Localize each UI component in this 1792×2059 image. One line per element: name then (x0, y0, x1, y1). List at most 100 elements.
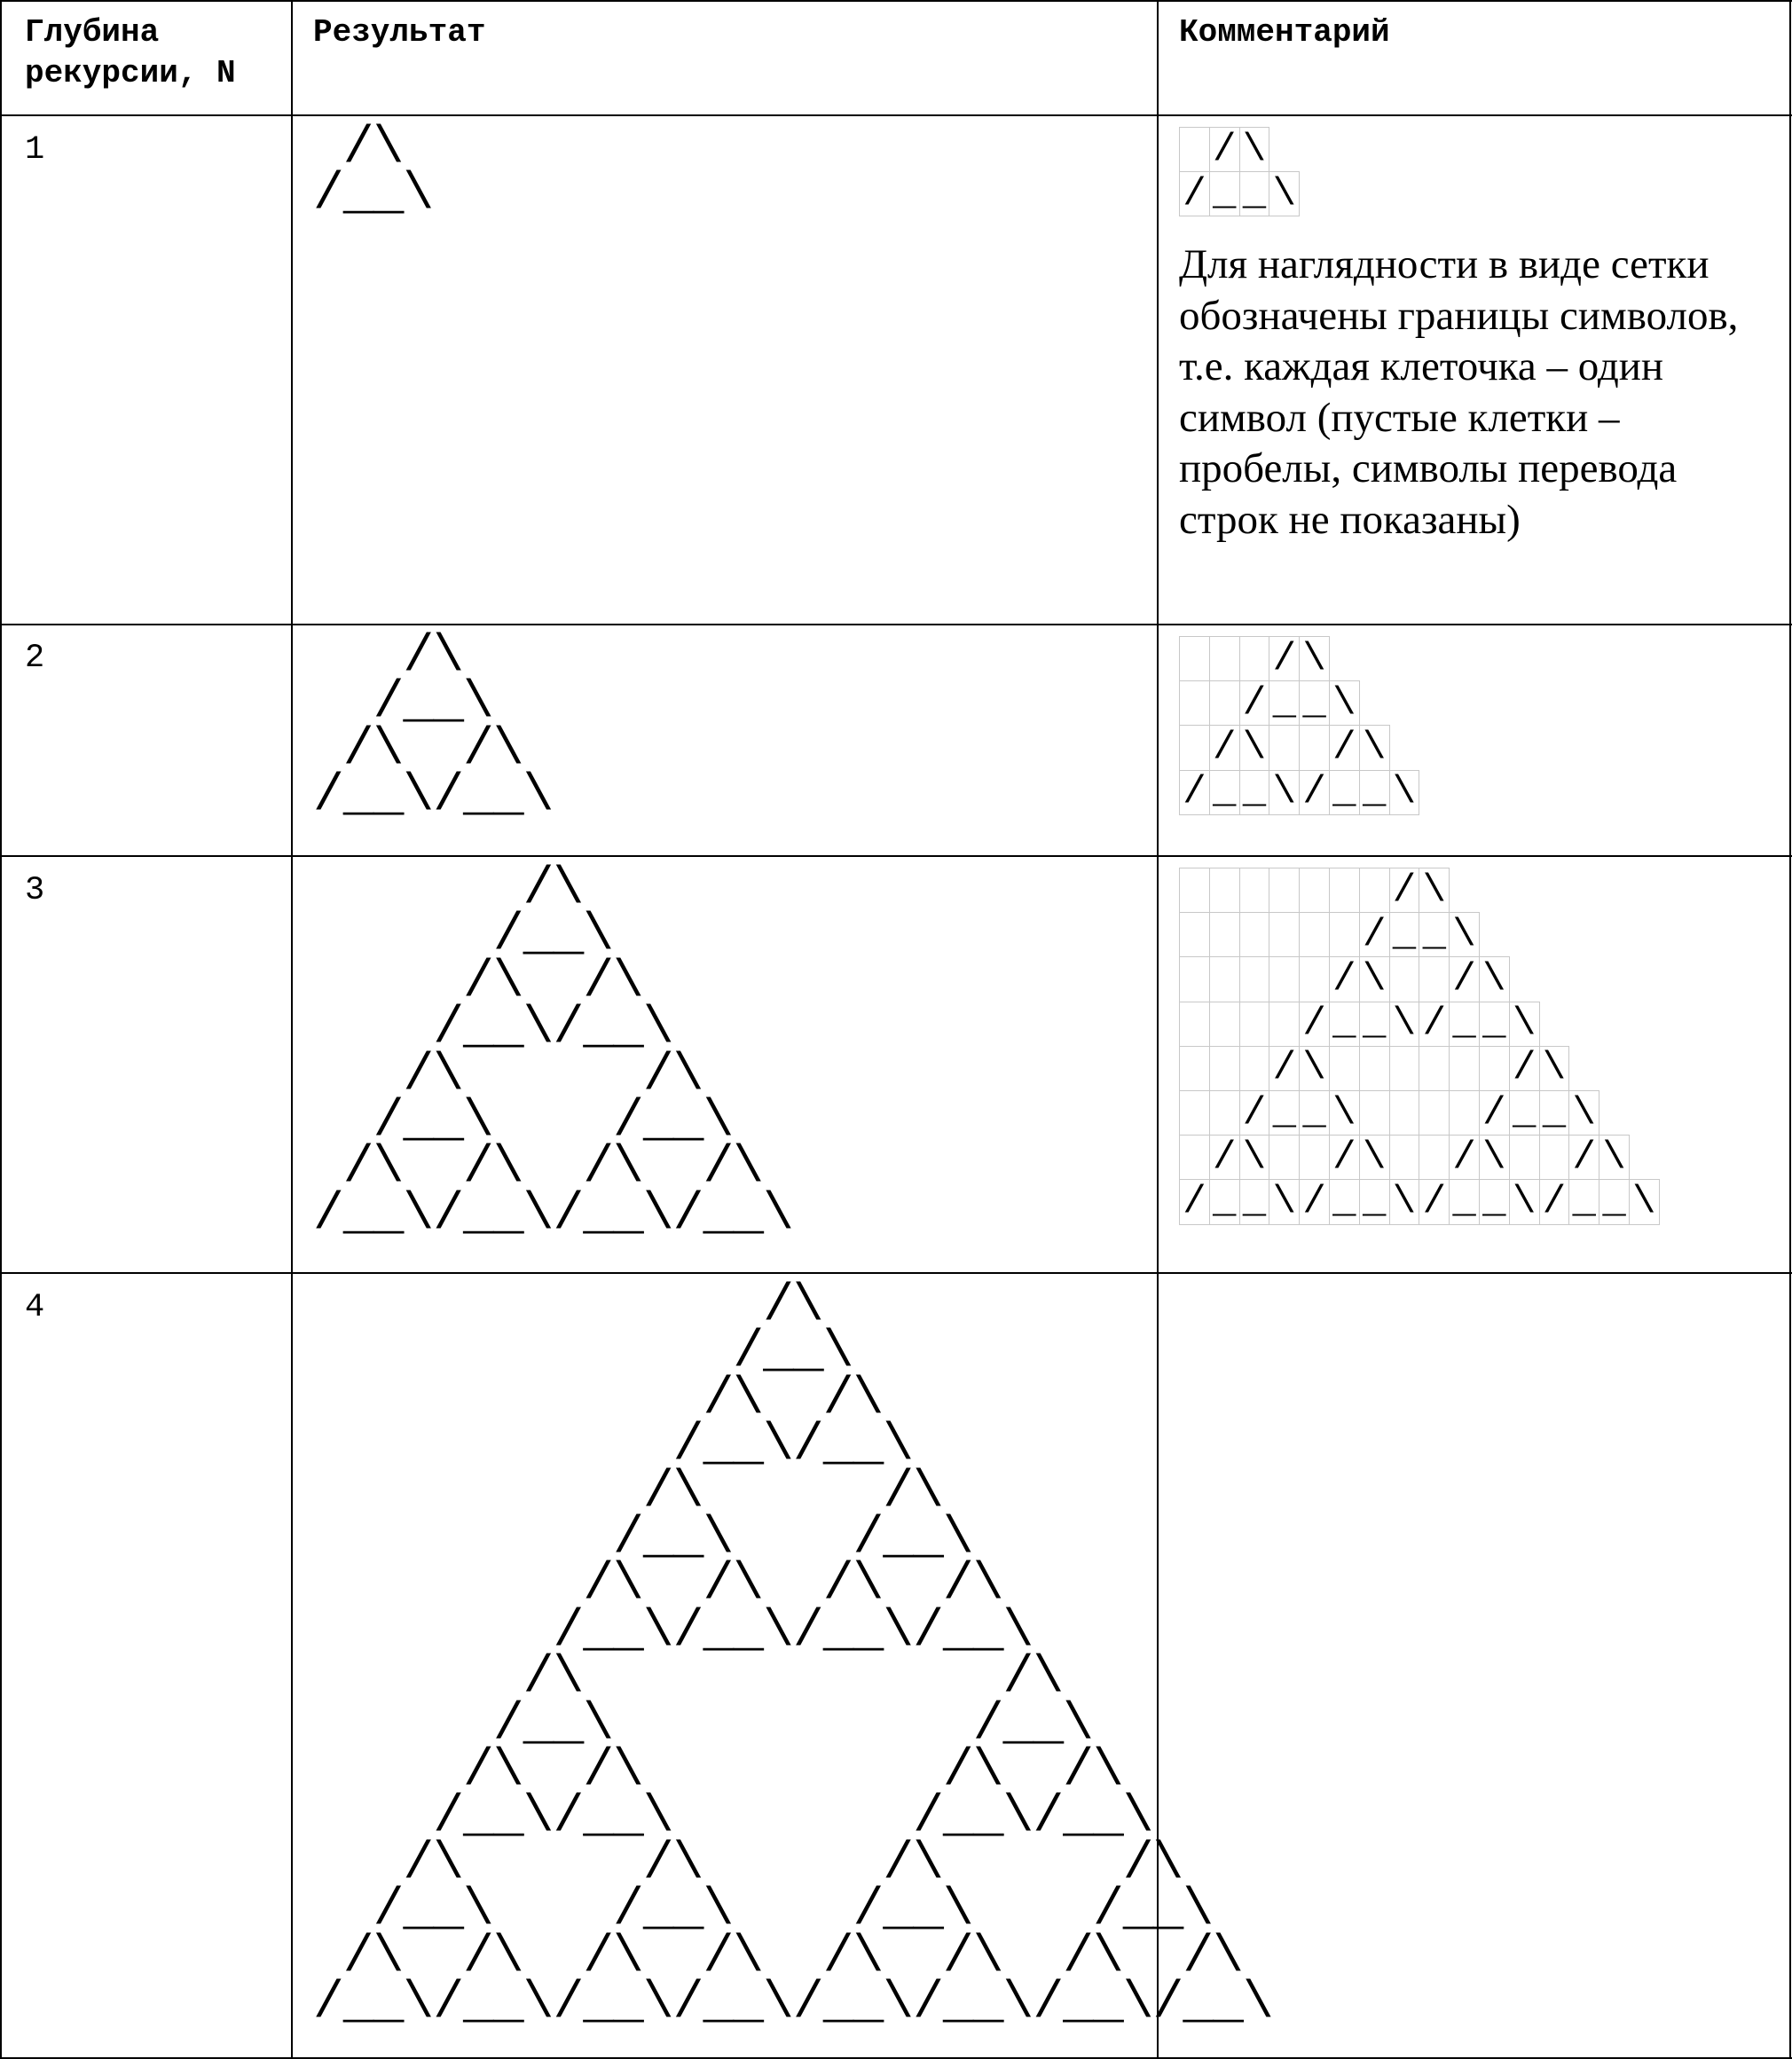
grid-cell (1179, 1001, 1210, 1047)
grid-cell: / (1568, 1135, 1600, 1181)
grid-cell: _ (1238, 171, 1270, 217)
grid-cell (1208, 636, 1240, 682)
grid-cell: / (1419, 1001, 1450, 1047)
grid-cell: / (1269, 636, 1301, 682)
grid-cell: _ (1328, 1179, 1360, 1225)
grid-cell (1449, 1045, 1480, 1091)
grid-cell: / (1238, 1089, 1270, 1136)
char-grid-3: /\/__\/\/\/__\/__\/\/\/__\/__\/\/\/\/\/_… (1179, 868, 1660, 1225)
grid-cell (1208, 956, 1240, 1002)
header-result: Результат (313, 14, 486, 51)
grid-cell: \ (1269, 1179, 1301, 1225)
grid-cell: / (1508, 1045, 1540, 1091)
grid-cell: / (1179, 171, 1210, 217)
grid-cell (1179, 868, 1210, 914)
grid-cell (1238, 956, 1270, 1002)
grid-cell: _ (1328, 769, 1360, 815)
grid-cell: / (1208, 725, 1240, 771)
grid-cell: \ (1508, 1001, 1540, 1047)
grid-cell (1179, 725, 1210, 771)
grid-cell (1269, 725, 1301, 771)
grid-cell: _ (1419, 912, 1450, 958)
grid-cell (1328, 1045, 1360, 1091)
grid-row: /__\/__\ (1179, 1001, 1659, 1047)
grid-cell (1419, 956, 1450, 1002)
grid-cell: _ (1299, 1089, 1330, 1136)
grid-cell (1269, 868, 1301, 914)
grid-cell (1179, 680, 1210, 727)
grid-cell (1208, 1089, 1240, 1136)
grid-cell: \ (1299, 1045, 1330, 1091)
table-border (0, 1272, 1792, 1274)
grid-cell: \ (1299, 636, 1330, 682)
grid-cell: \ (1269, 769, 1301, 815)
header-comment: Комментарий (1179, 14, 1390, 51)
grid-cell: / (1179, 1179, 1210, 1225)
depth-value: 3 (25, 872, 45, 909)
grid-cell: / (1299, 1001, 1330, 1047)
table-border (0, 624, 1792, 625)
grid-cell: _ (1538, 1089, 1570, 1136)
grid-cell: \ (1388, 1001, 1420, 1047)
grid-cell (1269, 1135, 1301, 1181)
grid-cell (1299, 956, 1330, 1002)
grid-cell: _ (1478, 1179, 1510, 1225)
grid-cell: _ (1358, 1001, 1390, 1047)
grid-cell (1388, 956, 1420, 1002)
grid-cell: _ (1388, 912, 1420, 958)
grid-cell (1358, 1089, 1390, 1136)
grid-row: /\ (1179, 127, 1299, 173)
grid-cell (1179, 956, 1210, 1002)
grid-cell: \ (1478, 1135, 1510, 1181)
grid-row: /\ (1179, 636, 1419, 682)
char-grid-2: /\/__\/\/\/__\/__\ (1179, 636, 1420, 815)
depth-value: 1 (25, 131, 45, 169)
grid-cell (1358, 868, 1390, 914)
grid-cell: _ (1208, 769, 1240, 815)
grid-cell: / (1538, 1179, 1570, 1225)
grid-cell (1299, 725, 1330, 771)
grid-cell (1208, 1045, 1240, 1091)
grid-explanation: Для наглядности в виде сетки обозначены … (1179, 241, 1739, 543)
grid-cell (1238, 1001, 1270, 1047)
grid-cell (1179, 636, 1210, 682)
grid-cell (1299, 912, 1330, 958)
grid-cell: _ (1508, 1089, 1540, 1136)
grid-cell: _ (1238, 1179, 1270, 1225)
grid-row: /\/\ (1179, 1045, 1659, 1091)
grid-cell: \ (1238, 127, 1270, 173)
grid-cell: \ (1508, 1179, 1540, 1225)
grid-cell: _ (1269, 1089, 1301, 1136)
table-border (0, 855, 1792, 857)
depth-value: 4 (25, 1289, 45, 1326)
grid-cell (1208, 868, 1240, 914)
header-depth: Глубина рекурсии, N (25, 14, 236, 91)
grid-cell: / (1208, 127, 1240, 173)
grid-cell (1179, 1045, 1210, 1091)
grid-cell: _ (1358, 769, 1390, 815)
grid-cell: \ (1388, 1179, 1420, 1225)
grid-cell: / (1328, 1135, 1360, 1181)
sierpinski-result-2: /\ /__\ /\ /\ /__\/__\ (313, 628, 554, 826)
grid-cell (1419, 1135, 1450, 1181)
grid-cell (1328, 868, 1360, 914)
grid-row: /__\ (1179, 171, 1301, 217)
grid-cell (1208, 1001, 1240, 1047)
grid-cell (1388, 1045, 1420, 1091)
grid-row: /__\ (1179, 680, 1419, 727)
grid-cell: / (1208, 1135, 1240, 1181)
grid-cell (1299, 868, 1330, 914)
grid-cell: / (1449, 1135, 1480, 1181)
grid-cell: _ (1328, 1001, 1360, 1047)
grid-cell: \ (1328, 1089, 1360, 1136)
table-border (0, 0, 1792, 2)
grid-cell (1238, 636, 1270, 682)
grid-cell: _ (1269, 680, 1301, 727)
grid-cell (1388, 1135, 1420, 1181)
table-border (1789, 0, 1791, 2059)
grid-cell: \ (1419, 868, 1450, 914)
grid-cell: _ (1449, 1179, 1480, 1225)
grid-cell (1238, 868, 1270, 914)
grid-cell: _ (1208, 1179, 1240, 1225)
